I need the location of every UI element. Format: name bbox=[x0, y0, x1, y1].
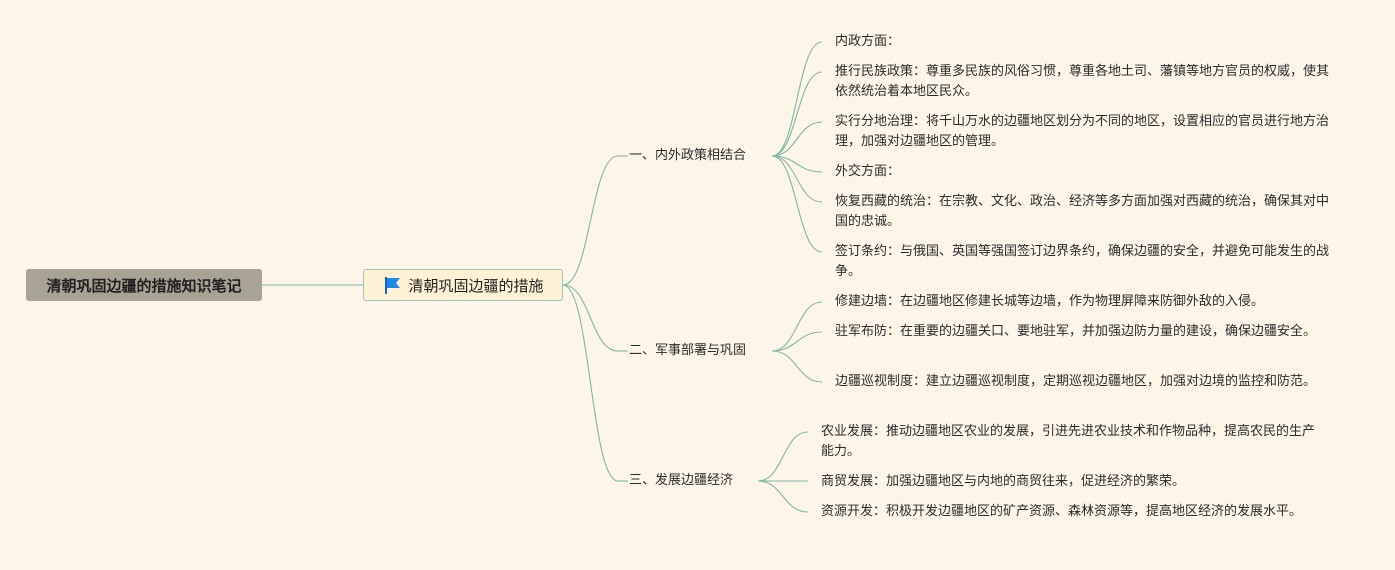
leaf-topic[interactable]: 内政方面： bbox=[835, 32, 1335, 52]
leaf-topic[interactable]: 资源开发：积极开发边疆地区的矿产资源、森林资源等，提高地区经济的发展水平。 bbox=[821, 502, 1319, 522]
leaf-topic[interactable]: 推行民族政策：尊重多民族的风俗习惯，尊重各地土司、藩镇等地方官员的权威，使其依然… bbox=[835, 62, 1330, 102]
leaf-topic[interactable]: 签订条约：与俄国、英国等强国签订边界条约，确保边疆的安全，并避免可能发生的战争。 bbox=[835, 242, 1330, 282]
branch-label: 三、发展边疆经济 bbox=[629, 473, 734, 488]
leaf-connector bbox=[771, 41, 823, 157]
leaf-connector bbox=[771, 155, 823, 253]
leaf-label: 签订条约：与俄国、英国等强国签订边界条约，确保边疆的安全，并避免可能发生的战争。 bbox=[835, 244, 1330, 279]
leaf-connector bbox=[771, 121, 823, 157]
leaf-connector bbox=[771, 155, 823, 203]
leaf-label: 驻军布防：在重要的边疆关口、要地驻军，并加强边防力量的建设，确保边疆安全。 bbox=[835, 324, 1317, 339]
leaf-connector bbox=[771, 331, 823, 352]
root-topic[interactable]: 清朝巩固边疆的措施知识笔记 bbox=[26, 269, 262, 301]
leaf-connector bbox=[771, 350, 823, 383]
flag-icon bbox=[385, 277, 401, 294]
leaf-connector bbox=[771, 301, 823, 352]
leaf-label: 外交方面： bbox=[835, 164, 901, 179]
leaf-label: 资源开发：积极开发边疆地区的矿产资源、森林资源等，提高地区经济的发展水平。 bbox=[821, 504, 1303, 519]
branch-economy[interactable]: 三、发展边疆经济 bbox=[629, 472, 733, 490]
branch-connector bbox=[562, 284, 619, 482]
root-topic-label: 清朝巩固边疆的措施知识笔记 bbox=[46, 276, 242, 295]
leaf-topic[interactable]: 实行分地治理：将千山万水的边疆地区划分为不同的地区，设置相应的官员进行地方治理，… bbox=[835, 112, 1330, 152]
leaf-label: 内政方面： bbox=[835, 34, 901, 49]
leaf-topic[interactable]: 农业发展：推动边疆地区农业的发展，引进先进农业技术和作物品种，提高农民的生产能力… bbox=[821, 422, 1319, 462]
leaf-label: 修建边墙：在边疆地区修建长城等边墙，作为物理屏障来防御外敌的入侵。 bbox=[835, 294, 1265, 309]
leaf-topic[interactable]: 恢复西藏的统治：在宗教、文化、政治、经济等多方面加强对西藏的统治，确保其对中国的… bbox=[835, 192, 1330, 232]
leaf-connector bbox=[757, 431, 809, 482]
leaf-label: 农业发展：推动边疆地区农业的发展，引进先进农业技术和作物品种，提高农民的生产能力… bbox=[821, 424, 1316, 459]
branch-connector bbox=[562, 155, 619, 286]
branch-policy[interactable]: 一、内外政策相结合 bbox=[629, 147, 746, 165]
leaf-connector bbox=[771, 71, 823, 157]
leaf-label: 实行分地治理：将千山万水的边疆地区划分为不同的地区，设置相应的官员进行地方治理，… bbox=[835, 114, 1330, 149]
branch-connector bbox=[562, 284, 619, 352]
leaf-topic[interactable]: 驻军布防：在重要的边疆关口、要地驻军，并加强边防力量的建设，确保边疆安全。 bbox=[835, 322, 1330, 342]
central-topic[interactable]: 清朝巩固边疆的措施 bbox=[363, 269, 563, 301]
leaf-label: 恢复西藏的统治：在宗教、文化、政治、经济等多方面加强对西藏的统治，确保其对中国的… bbox=[835, 194, 1330, 229]
leaf-topic[interactable]: 修建边墙：在边疆地区修建长城等边墙，作为物理屏障来防御外敌的入侵。 bbox=[835, 292, 1335, 312]
leaf-connector bbox=[757, 480, 809, 513]
branch-label: 二、军事部署与巩固 bbox=[629, 343, 747, 358]
leaf-connector bbox=[771, 155, 823, 173]
branch-label: 一、内外政策相结合 bbox=[629, 148, 747, 163]
leaf-topic[interactable]: 外交方面： bbox=[835, 162, 1335, 182]
leaf-label: 边疆巡视制度：建立边疆巡视制度，定期巡视边疆地区，加强对边境的监控和防范。 bbox=[835, 374, 1317, 389]
central-topic-label: 清朝巩固边疆的措施 bbox=[408, 276, 544, 295]
leaf-topic[interactable]: 商贸发展：加强边疆地区与内地的商贸往来，促进经济的繁荣。 bbox=[821, 472, 1319, 492]
branch-military[interactable]: 二、军事部署与巩固 bbox=[629, 342, 746, 360]
leaf-topic[interactable]: 边疆巡视制度：建立边疆巡视制度，定期巡视边疆地区，加强对边境的监控和防范。 bbox=[835, 372, 1330, 392]
leaf-label: 商贸发展：加强边疆地区与内地的商贸往来，促进经济的繁荣。 bbox=[821, 474, 1186, 489]
leaf-label: 推行民族政策：尊重多民族的风俗习惯，尊重各地土司、藩镇等地方官员的权威，使其依然… bbox=[835, 64, 1330, 99]
